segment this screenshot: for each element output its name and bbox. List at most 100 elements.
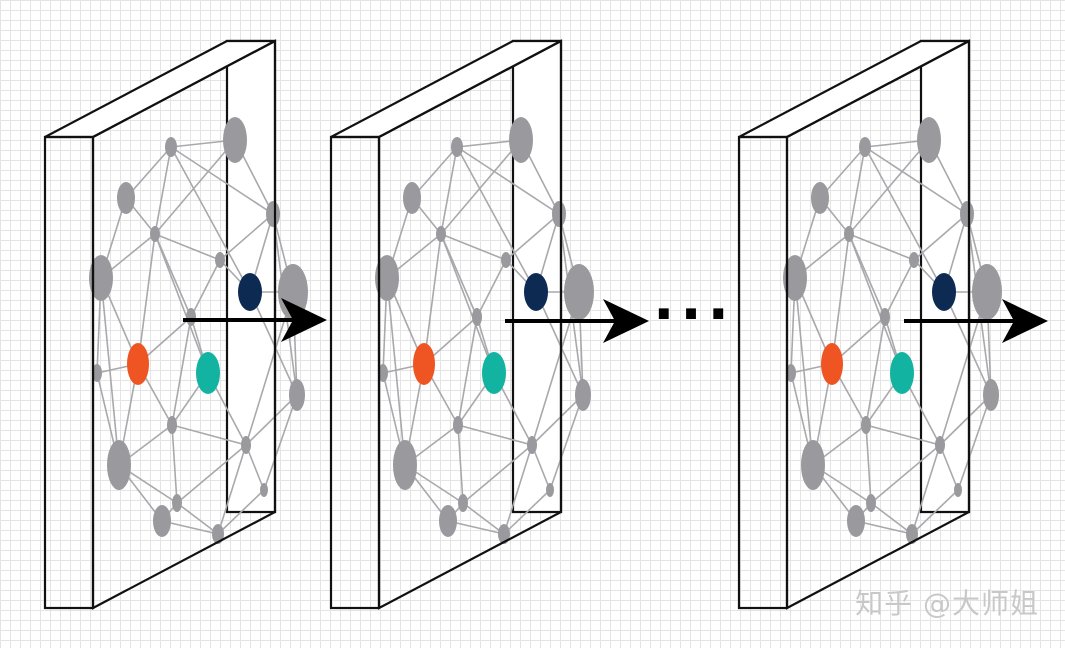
graph-edge [476, 259, 507, 318]
graph-edge [386, 277, 406, 466]
graph-edge [503, 489, 551, 535]
graph-node [393, 440, 417, 490]
graph-edge [217, 444, 247, 535]
graph-node-orange [821, 343, 843, 385]
graph-node [861, 416, 871, 434]
graph-node [186, 308, 196, 326]
graph-node [811, 182, 829, 214]
graph-node [117, 182, 135, 214]
graph-node [167, 416, 177, 434]
graph-node [527, 436, 537, 454]
graph-edge [245, 444, 265, 491]
graph-edge [831, 233, 850, 365]
graph-edge [865, 424, 872, 504]
graph-edge [100, 277, 120, 466]
flow-arrow [183, 298, 327, 342]
graph-node [212, 524, 224, 544]
watermark-text: 知乎 @大师姐 [855, 587, 1039, 620]
graph-edge [870, 444, 941, 504]
graph-edge [505, 213, 560, 261]
graph-edge [176, 502, 219, 535]
graph-edge [531, 394, 584, 446]
graph-node [847, 505, 865, 537]
graph-node [260, 483, 268, 497]
graph-layer-n [737, 39, 1002, 610]
graph-edge [171, 424, 247, 446]
graph-layer-2 [329, 39, 594, 610]
graph-edge [457, 316, 478, 426]
graph-node [172, 494, 182, 512]
graph-node [972, 264, 1002, 320]
graph-edge [456, 146, 560, 215]
graph-edge [913, 213, 968, 261]
flow-arrow [904, 299, 1048, 343]
graph-edge [531, 291, 580, 446]
graph-node [223, 117, 247, 163]
graph-edge [440, 139, 522, 235]
arrow-head [281, 298, 327, 342]
graph-node [107, 440, 131, 490]
graph-node-orange [127, 343, 149, 385]
graph-node-orange [413, 343, 435, 385]
graph-edge [457, 424, 464, 504]
graph-edge [870, 502, 913, 535]
graph-edge [462, 502, 505, 535]
graph-node [866, 494, 876, 512]
flow-arrow [505, 299, 649, 343]
graph-node [403, 182, 421, 214]
layer-front-panel [43, 135, 95, 610]
layer-front-panel [329, 135, 381, 610]
graph-edge [190, 259, 221, 318]
graph-node [801, 440, 825, 490]
graph-edge [137, 233, 156, 365]
graph-node [498, 524, 510, 544]
graph-edge [794, 277, 814, 466]
layer-front-panel [737, 135, 789, 610]
graph-node-navy [932, 273, 956, 311]
graph-edge [447, 520, 505, 535]
graph-edge [440, 146, 458, 235]
graph-edge [457, 424, 533, 446]
graph-node [92, 364, 102, 382]
graph-edge [249, 291, 298, 396]
graph-edge [848, 233, 903, 374]
graph-node [451, 137, 463, 157]
graph-node-teal [196, 352, 220, 394]
graph-node [458, 494, 468, 512]
arrow-head [1002, 299, 1048, 343]
graph-layer-1 [43, 39, 308, 610]
graph-node [909, 252, 919, 268]
graph-network [375, 117, 594, 544]
graph-edge [939, 444, 959, 491]
graph-node [983, 379, 999, 411]
graph-edge [848, 146, 866, 235]
graph-node [960, 201, 974, 227]
graph-edge [171, 424, 178, 504]
graph-edge [217, 489, 265, 535]
graph-edge [245, 394, 298, 446]
graph-edge [154, 146, 172, 235]
graph-node [546, 483, 554, 497]
graph-node [378, 364, 388, 382]
graph-node [150, 226, 160, 242]
graph-edge [911, 489, 959, 535]
graph-edge [154, 139, 236, 235]
graph-node [906, 524, 918, 544]
graph-node [89, 255, 113, 301]
graph-edge [154, 233, 221, 261]
graph-node [917, 117, 941, 163]
graph-edge [456, 146, 537, 293]
graph-node [153, 505, 171, 537]
ellipsis-dots: ··· [653, 282, 735, 347]
graph-edge [939, 291, 988, 446]
graph-node [509, 117, 533, 163]
graph-edge [170, 146, 251, 293]
graph-edge [440, 233, 495, 374]
graph-edge [884, 259, 915, 318]
graph-node [241, 436, 251, 454]
graph-edge [848, 139, 930, 235]
graph-edge [911, 444, 941, 535]
graph-node [844, 226, 854, 242]
